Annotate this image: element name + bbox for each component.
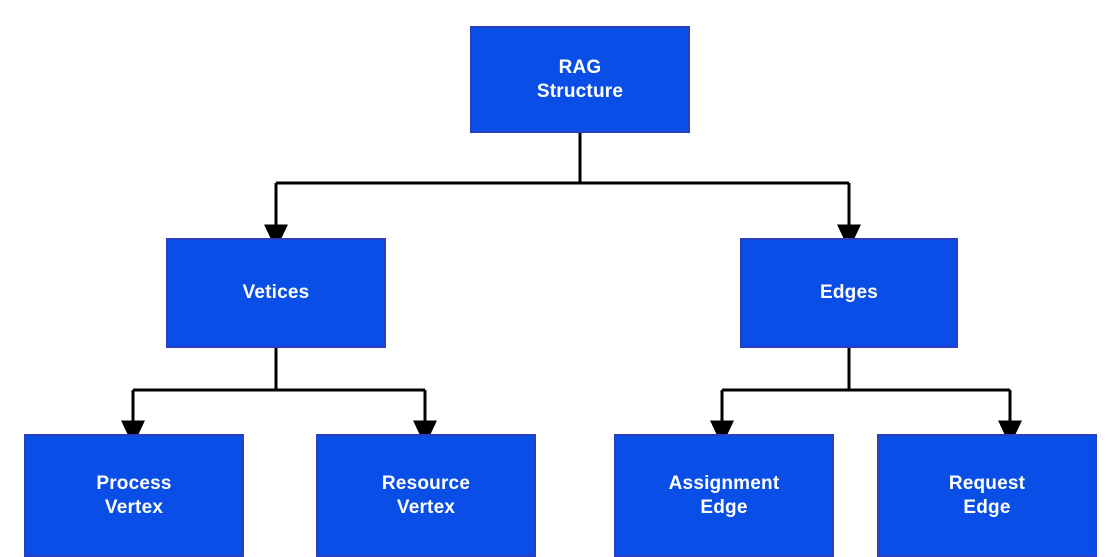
- node-resource-vertex[interactable]: Resource Vertex: [316, 434, 536, 557]
- node-process-vertex[interactable]: Process Vertex: [24, 434, 244, 557]
- node-assignment-edge-label: Assignment Edge: [668, 472, 780, 518]
- node-resource-vertex-label: Resource Vertex: [381, 472, 471, 518]
- node-edges[interactable]: Edges: [740, 238, 958, 348]
- node-request-edge-label: Request Edge: [948, 472, 1026, 518]
- node-vertices-label: Vetices: [242, 282, 310, 304]
- node-vertices[interactable]: Vetices: [166, 238, 386, 348]
- connector-edges-to-children: [710, 348, 1022, 446]
- node-process-vertex-label: Process Vertex: [96, 472, 172, 518]
- node-assignment-edge[interactable]: Assignment Edge: [614, 434, 834, 557]
- node-request-edge[interactable]: Request Edge: [877, 434, 1097, 557]
- node-rag-structure-label: RAG Structure: [536, 56, 624, 102]
- node-edges-label: Edges: [819, 282, 879, 304]
- connector-rag-structure-to-children: [264, 133, 861, 250]
- node-rag-structure[interactable]: RAG Structure: [470, 26, 690, 133]
- connector-vertices-to-children: [121, 348, 437, 446]
